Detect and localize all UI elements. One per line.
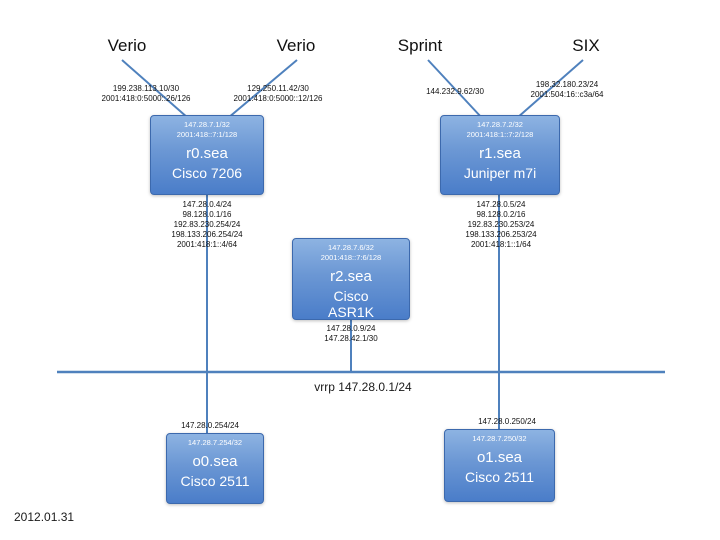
slide-date: 2012.01.31: [14, 510, 75, 524]
router-model: Juniper m7i: [463, 164, 537, 181]
router-node-o0-sea: 147.28.7.254/32 o0.sea Cisco 2511: [166, 433, 264, 504]
link-six-r1: [516, 59, 584, 119]
router-model: Cisco 7206: [171, 164, 243, 181]
router-loopbacks: 147.28.7.250/32: [472, 434, 527, 443]
router-name: r0.sea: [186, 144, 228, 162]
vrrp-bus-label: vrrp 147.28.0.1/24: [314, 380, 412, 394]
link-sprint-r1: [427, 59, 483, 119]
interface-list-o1: 147.28.0.250/24: [478, 417, 536, 426]
router-model: Cisco ASR1K: [328, 287, 374, 321]
interface-list-o0: 147.28.0.254/24: [181, 421, 239, 430]
uplink-addresses-sprint: 144.232.9.62/30: [426, 87, 484, 96]
router-name: r1.sea: [479, 144, 521, 162]
router-model: Cisco 2511: [464, 468, 534, 485]
provider-label-verio-1: Verio: [107, 36, 147, 55]
router-name: r2.sea: [330, 267, 372, 285]
router-name: o1.sea: [476, 448, 523, 466]
provider-label-verio-2: Verio: [276, 36, 316, 55]
router-model: Cisco 2511: [180, 472, 250, 489]
router-name: o0.sea: [192, 452, 238, 470]
router-node-o1-sea: 147.28.7.250/32 o1.sea Cisco 2511: [444, 429, 555, 502]
link-verio1-r0: [121, 59, 189, 119]
router-loopbacks: 147.28.7.254/32: [187, 438, 243, 447]
link-verio2-r0: [227, 59, 298, 119]
provider-label-six: SIX: [572, 36, 600, 55]
provider-label-sprint: Sprint: [397, 36, 443, 55]
